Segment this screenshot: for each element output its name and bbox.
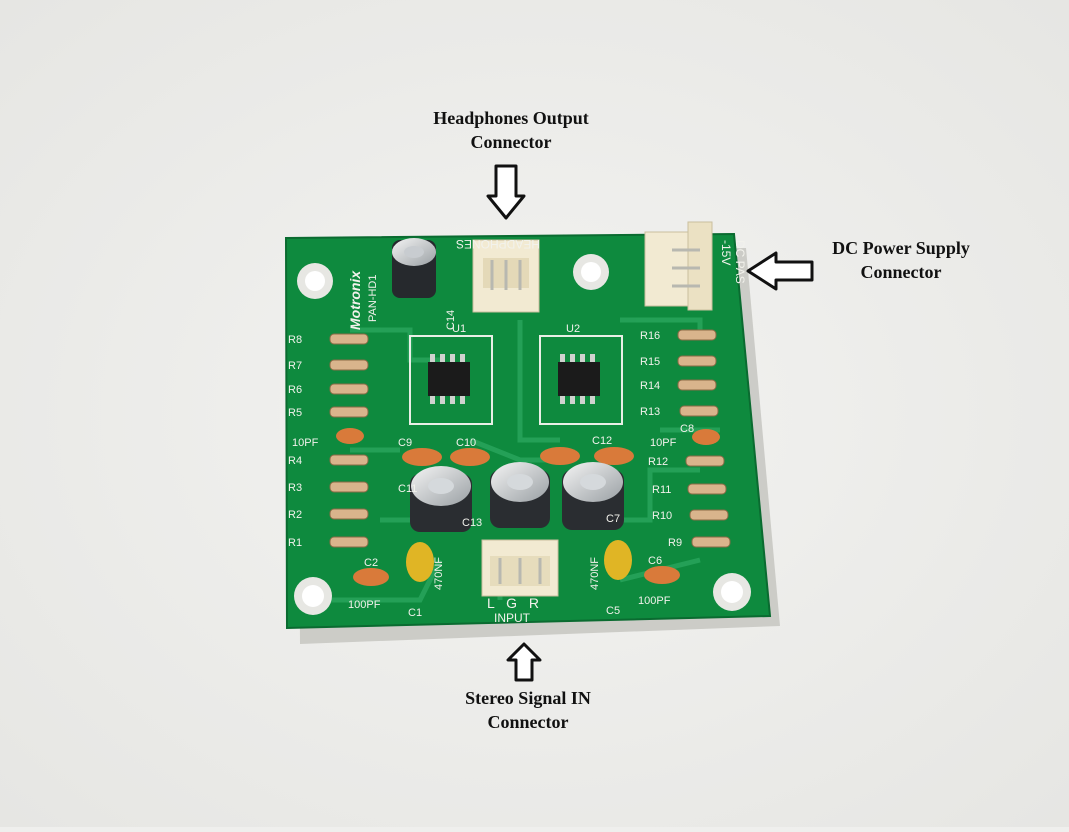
label-r13: R13: [640, 406, 660, 418]
resistor-bank-left: [329, 333, 369, 548]
dc-power-connector: [644, 221, 713, 311]
label-r11: R11: [652, 484, 671, 496]
film-capacitors: [406, 540, 632, 582]
label-10pf-left: 10PF: [292, 437, 319, 449]
label-c2: C2: [364, 557, 378, 569]
headphones-callout: Headphones Output Connector: [406, 106, 616, 154]
pcb-board: Motronix PAN-HD1 HEADPHONES DC PAS -15V …: [284, 221, 772, 630]
label-r15: R15: [640, 356, 660, 368]
u2-silk: U2: [566, 323, 580, 335]
label-100pf-left: 100PF: [348, 599, 381, 611]
label-c11: C11: [398, 483, 417, 495]
mounting-hole: [713, 573, 751, 611]
label-c9: C9: [398, 437, 412, 449]
input-callout: Stereo Signal IN Connector: [430, 686, 626, 734]
ceramic-capacitors: [336, 428, 720, 586]
electrolytic-capacitor: [490, 462, 550, 528]
label-r9: R9: [668, 537, 682, 549]
label-r1: R1: [288, 537, 302, 549]
left-resistor-labels: R8 R7 R6 R5 10PF R4 R3 R2 R1: [288, 334, 319, 549]
input-callout-line2: Connector: [487, 712, 569, 732]
mounting-hole: [294, 577, 332, 615]
ic-u1: [409, 335, 493, 425]
dc-power-callout: DC Power Supply Connector: [806, 236, 996, 284]
label-c6: C6: [648, 555, 662, 567]
label-c5: C5: [606, 605, 620, 617]
label-c13: C13: [462, 517, 482, 529]
label-c14: C14: [445, 310, 457, 330]
label-c1: C1: [408, 607, 422, 619]
input-silk: INPUT: [494, 611, 531, 625]
headphones-silk: HEADPHONES: [456, 237, 540, 251]
label-10pf-right: 10PF: [650, 437, 677, 449]
label-r8: R8: [288, 334, 302, 346]
electrolytic-capacitor: [562, 462, 624, 530]
arrow-down-icon: [486, 164, 526, 220]
dc-silk-1: DC PAS: [733, 240, 747, 284]
electrolytic-capacitor: [392, 238, 436, 298]
label-470nf-right: 470NF: [589, 557, 601, 590]
dc-power-callout-line1: DC Power Supply: [832, 238, 970, 258]
label-r6: R6: [288, 384, 302, 396]
label-r7: R7: [288, 360, 302, 372]
u1-silk: U1: [452, 323, 466, 335]
arrow-up-icon: [506, 642, 542, 682]
input-callout-line1: Stereo Signal IN: [465, 688, 591, 708]
right-resistor-labels: R16 R15 R14 R13 C8 10PF R12 R11 R10 R9: [640, 330, 694, 549]
label-470nf-left: 470NF: [433, 557, 445, 590]
label-100pf-right: 100PF: [638, 595, 671, 607]
label-r5: R5: [288, 407, 302, 419]
brand-silk: Motronix: [347, 270, 363, 330]
ic-u2: [539, 335, 623, 425]
label-r10: R10: [652, 510, 672, 522]
label-r14: R14: [640, 380, 660, 392]
headphones-callout-line1: Headphones Output: [433, 108, 589, 128]
label-r16: R16: [640, 330, 660, 342]
mounting-hole: [573, 254, 609, 290]
label-r3: R3: [288, 482, 302, 494]
dc-power-callout-line2: Connector: [860, 262, 942, 282]
dc-silk-2: -15V: [719, 240, 733, 265]
label-r4: R4: [288, 455, 302, 467]
lgr-silk: L G R: [487, 595, 543, 611]
label-r2: R2: [288, 509, 302, 521]
arrow-left-icon: [746, 251, 814, 291]
label-c7: C7: [606, 513, 620, 525]
electrolytic-capacitor: [410, 466, 472, 532]
mounting-hole: [297, 263, 333, 299]
headphones-callout-line2: Connector: [470, 132, 552, 152]
headphones-connector: [472, 239, 540, 313]
label-r12: R12: [648, 456, 668, 468]
label-c8: C8: [680, 423, 694, 435]
label-c10: C10: [456, 437, 476, 449]
model-silk: PAN-HD1: [367, 275, 379, 322]
label-c12: C12: [592, 435, 612, 447]
input-connector: [481, 539, 559, 597]
resistor-bank-right: [677, 329, 731, 548]
